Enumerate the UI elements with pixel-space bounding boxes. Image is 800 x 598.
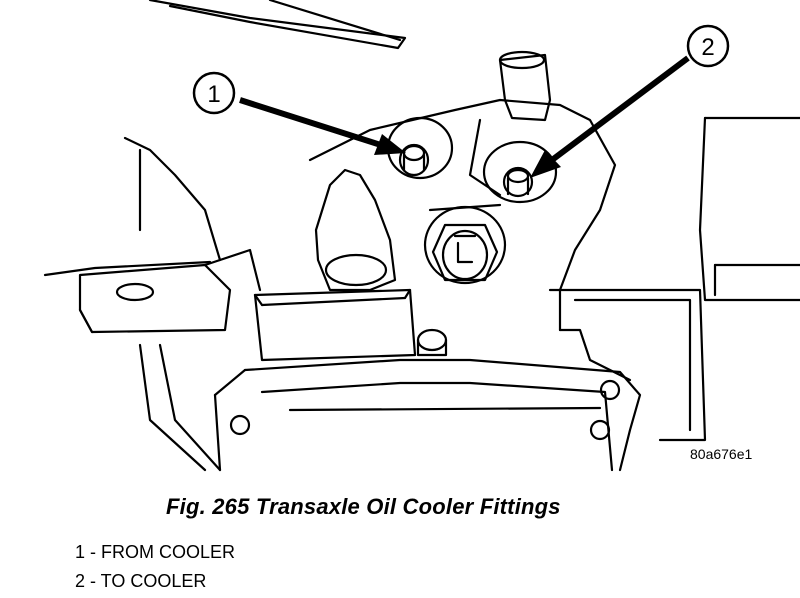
callout-2-number: 2 [701, 34, 714, 61]
legend-item-to-cooler: 2 - TO COOLER [75, 571, 207, 591]
cone-housing [314, 168, 397, 292]
callout-arrow-1 [239, 97, 406, 155]
housing-left [123, 136, 222, 262]
top-spout [498, 50, 552, 122]
hex-sensor-fitting [423, 203, 507, 285]
hose-outline [148, 0, 407, 50]
transaxle-illustration: 1 2 [43, 0, 800, 472]
callout-1: 1 [192, 71, 236, 115]
housing-right [548, 116, 800, 442]
callout-2: 2 [686, 24, 730, 68]
legend: 1 - FROM COOLER 2 - TO COOLER [75, 538, 235, 596]
mounting-bracket [78, 263, 232, 334]
callout-1-number: 1 [207, 81, 220, 108]
legend-item-from-cooler: 1 - FROM COOLER [75, 542, 236, 562]
callout-arrow-2 [530, 55, 690, 178]
solenoid-block [253, 288, 417, 362]
cooler-fitting-to [482, 140, 558, 204]
oil-pan [213, 358, 642, 472]
valve-body-outline [308, 98, 617, 332]
figure-reference-code: 80a676e1 [690, 446, 753, 462]
figure-caption: Fig. 265 Transaxle Oil Cooler Fittings [166, 494, 561, 519]
dowel-pin [416, 328, 448, 357]
